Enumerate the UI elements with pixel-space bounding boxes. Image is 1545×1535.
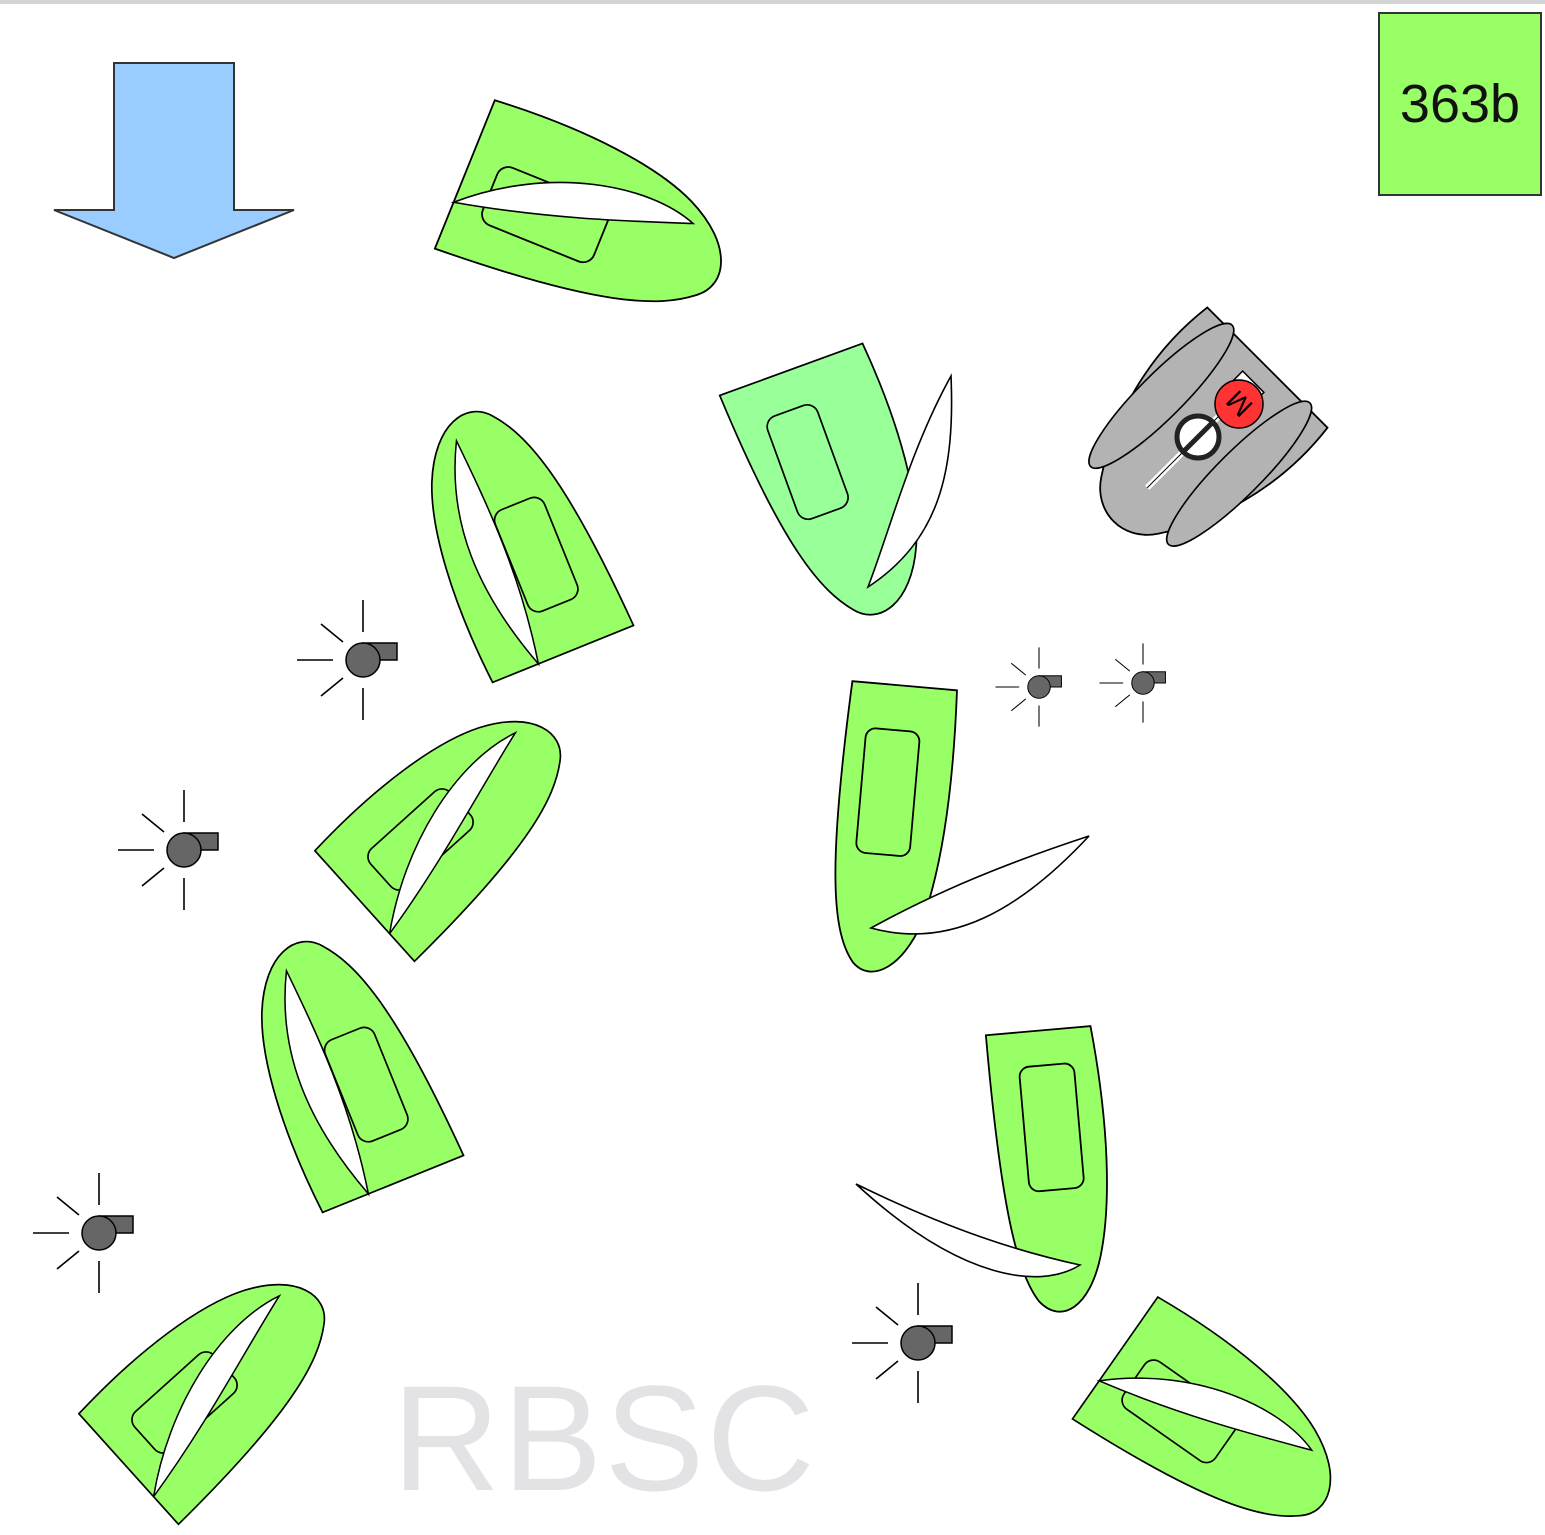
no-entry-sign-icon: [1174, 413, 1222, 461]
wind-direction-arrow-icon: [53, 62, 295, 260]
boat-8: [77, 1283, 326, 1526]
whistle-sound-icon: [851, 1282, 953, 1404]
code-flag-m-icon: M: [1214, 379, 1264, 429]
diagram-id-badge: 363b: [1378, 12, 1542, 196]
boat-3-sail: [866, 373, 953, 590]
boat-5-sail: [868, 835, 1090, 935]
boat-4: [313, 720, 562, 963]
boat-7-sail: [855, 1183, 1083, 1278]
boat-1: [433, 99, 722, 303]
whistle-sound-icon: [994, 646, 1062, 728]
boat-2: [431, 410, 635, 684]
boat-3: [718, 342, 918, 616]
whistle-sound-icon: [1098, 642, 1166, 724]
watermark: RBSC: [392, 1354, 817, 1522]
whistle-sound-icon: [32, 1172, 134, 1294]
diagram-id-label: 363b: [1399, 74, 1521, 134]
window-frame-top: [0, 0, 1545, 4]
whistle-sound-icon: [296, 599, 398, 721]
boat-9: [1071, 1295, 1332, 1517]
boat-7: [984, 1025, 1108, 1313]
boat-6: [261, 940, 465, 1214]
whistle-sound-icon: [117, 789, 219, 911]
